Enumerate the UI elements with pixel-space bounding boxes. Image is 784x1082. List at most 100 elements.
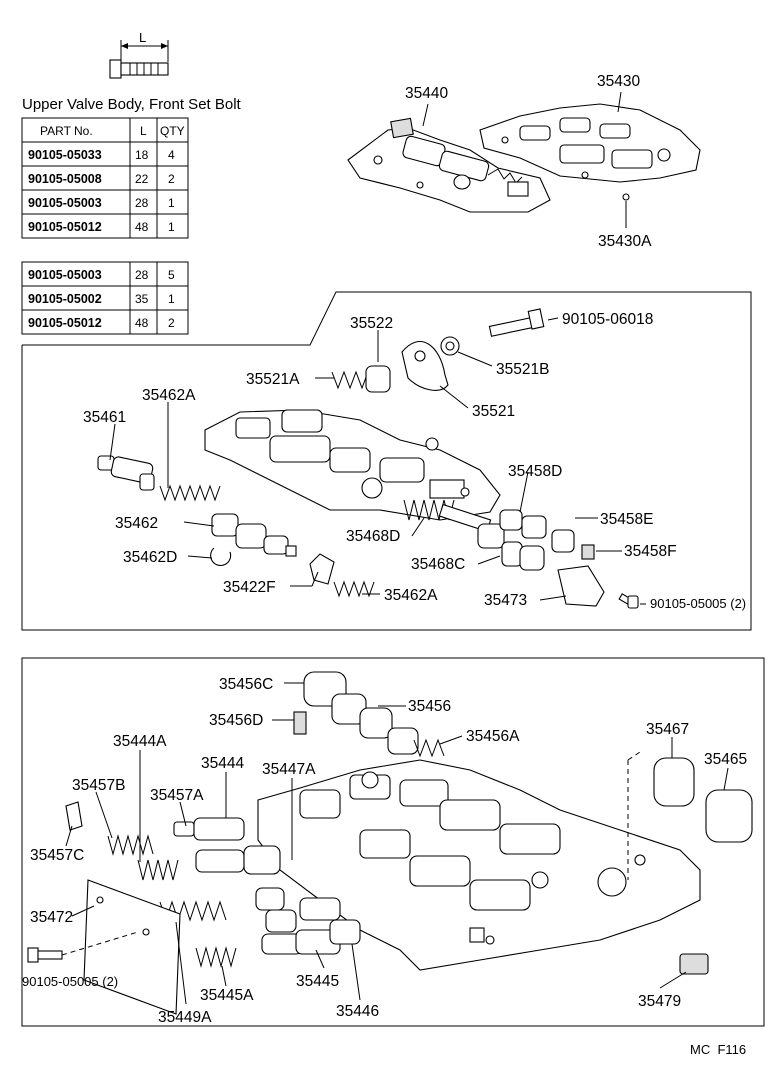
label-35457C: 35457C	[30, 847, 84, 864]
label-35462A: 35462A	[142, 387, 196, 404]
label-35445: 35445	[296, 973, 339, 990]
label-35465: 35465	[704, 751, 747, 768]
label-90105-05005-bottom: 90105-05005 (2)	[22, 974, 118, 989]
label-35444: 35444	[201, 755, 244, 772]
table-header-l: L	[140, 124, 147, 138]
label-35467: 35467	[646, 721, 689, 738]
label-35456: 35456	[408, 698, 451, 715]
label-35430: 35430	[597, 73, 640, 90]
label-35458F: 35458F	[624, 543, 677, 560]
table-cell: 18	[135, 148, 149, 162]
label-35472: 35472	[30, 909, 73, 926]
label-35430A: 35430A	[598, 233, 652, 250]
valve-35462	[211, 513, 297, 557]
middle-panel-frame	[21, 291, 752, 631]
plug-35458D	[499, 509, 523, 531]
label-35445A: 35445A	[200, 987, 254, 1004]
label-35462A-bottom: 35462A	[384, 587, 438, 604]
table-cell: 1	[168, 220, 175, 234]
bolt-length-label: L	[139, 30, 146, 45]
bolt-90105-06018	[488, 308, 545, 337]
bolt-90105-05005-mid	[618, 593, 639, 609]
label-35462D: 35462D	[123, 549, 177, 566]
table-cell: 90105-05012	[28, 316, 102, 330]
label-35521A: 35521A	[246, 371, 300, 388]
label-35447A: 35447A	[262, 761, 316, 778]
label-35449A: 35449A	[158, 1009, 212, 1026]
bolt-table	[21, 117, 189, 239]
valve-35461	[97, 455, 155, 491]
table-header-qty: QTY	[160, 124, 185, 138]
table-cell: 1	[168, 196, 175, 210]
label-35521: 35521	[472, 403, 515, 420]
ball-35430A	[622, 193, 630, 201]
table-cell: 28	[135, 268, 149, 282]
table-cell: 1	[168, 292, 175, 306]
cover-35473	[557, 565, 605, 607]
valve-35456	[303, 671, 445, 758]
label-35446: 35446	[336, 1003, 379, 1020]
valve-body-lower	[257, 759, 701, 971]
label-35458E: 35458E	[600, 511, 653, 528]
table-header-part-no: PART No.	[40, 124, 93, 138]
label-35461: 35461	[83, 409, 126, 426]
spring-35521A	[331, 365, 391, 393]
clip-35457C	[65, 801, 83, 831]
table-cell: 90105-05002	[28, 292, 102, 306]
clip-35458F	[581, 544, 595, 560]
label-35440: 35440	[405, 85, 448, 102]
table-cell: 28	[135, 196, 149, 210]
spring-35449A	[159, 900, 227, 922]
table-cell: 5	[168, 268, 175, 282]
valve-body-middle	[204, 409, 501, 521]
table-cell: 48	[135, 220, 149, 234]
spring-35462A	[159, 484, 221, 502]
plug-35465	[705, 789, 753, 843]
table-cell: 2	[168, 316, 175, 330]
label-35456D: 35456D	[209, 712, 263, 729]
valve-35468C	[438, 503, 545, 571]
label-35468D: 35468D	[346, 528, 400, 545]
label-35422F: 35422F	[223, 579, 276, 596]
bolt-icon	[109, 40, 169, 79]
label-90105-05005-mid: 90105-05005 (2)	[650, 596, 746, 611]
valve-35467	[653, 757, 695, 807]
label-35458D: 35458D	[508, 463, 562, 480]
label-35457B: 35457B	[72, 777, 125, 794]
table-cell: 4	[168, 148, 175, 162]
clip-35456D	[293, 711, 307, 735]
table-cell: 90105-05003	[28, 268, 102, 282]
table-cell: 2	[168, 172, 175, 186]
label-35456A: 35456A	[466, 728, 520, 745]
plug-35479	[679, 953, 709, 975]
valve-body-35430	[479, 103, 701, 183]
label-35522: 35522	[350, 315, 393, 332]
plug-35458E	[551, 529, 575, 553]
valve-35445	[255, 887, 361, 955]
bottom-panel-frame	[21, 657, 765, 1027]
bolt-table-2	[21, 261, 189, 335]
table-cell: 48	[135, 316, 149, 330]
retainer-35422F	[309, 553, 335, 585]
label-35462: 35462	[115, 515, 158, 532]
label-90105-06018: 90105-06018	[562, 311, 653, 328]
table-cell: 35	[135, 292, 149, 306]
table-cell: 90105-05012	[28, 220, 102, 234]
table-cell: 90105-05033	[28, 148, 102, 162]
label-35468C: 35468C	[411, 556, 465, 573]
table-cell: 22	[135, 172, 149, 186]
spring-35444A	[137, 859, 179, 881]
bolt-table-title: Upper Valve Body, Front Set Bolt	[22, 96, 242, 113]
label-35457A: 35457A	[150, 787, 204, 804]
table-cell: 90105-05008	[28, 172, 102, 186]
valve-body-35440	[347, 117, 551, 213]
label-35444A: 35444A	[113, 733, 167, 750]
label-35479: 35479	[638, 993, 681, 1010]
spring-35445A	[195, 946, 237, 968]
table-cell: 90105-05003	[28, 196, 102, 210]
plate-35521	[401, 341, 449, 391]
valve-35444	[173, 817, 281, 875]
spring-35462A-bottom	[333, 580, 375, 598]
label-35456C: 35456C	[219, 676, 273, 693]
